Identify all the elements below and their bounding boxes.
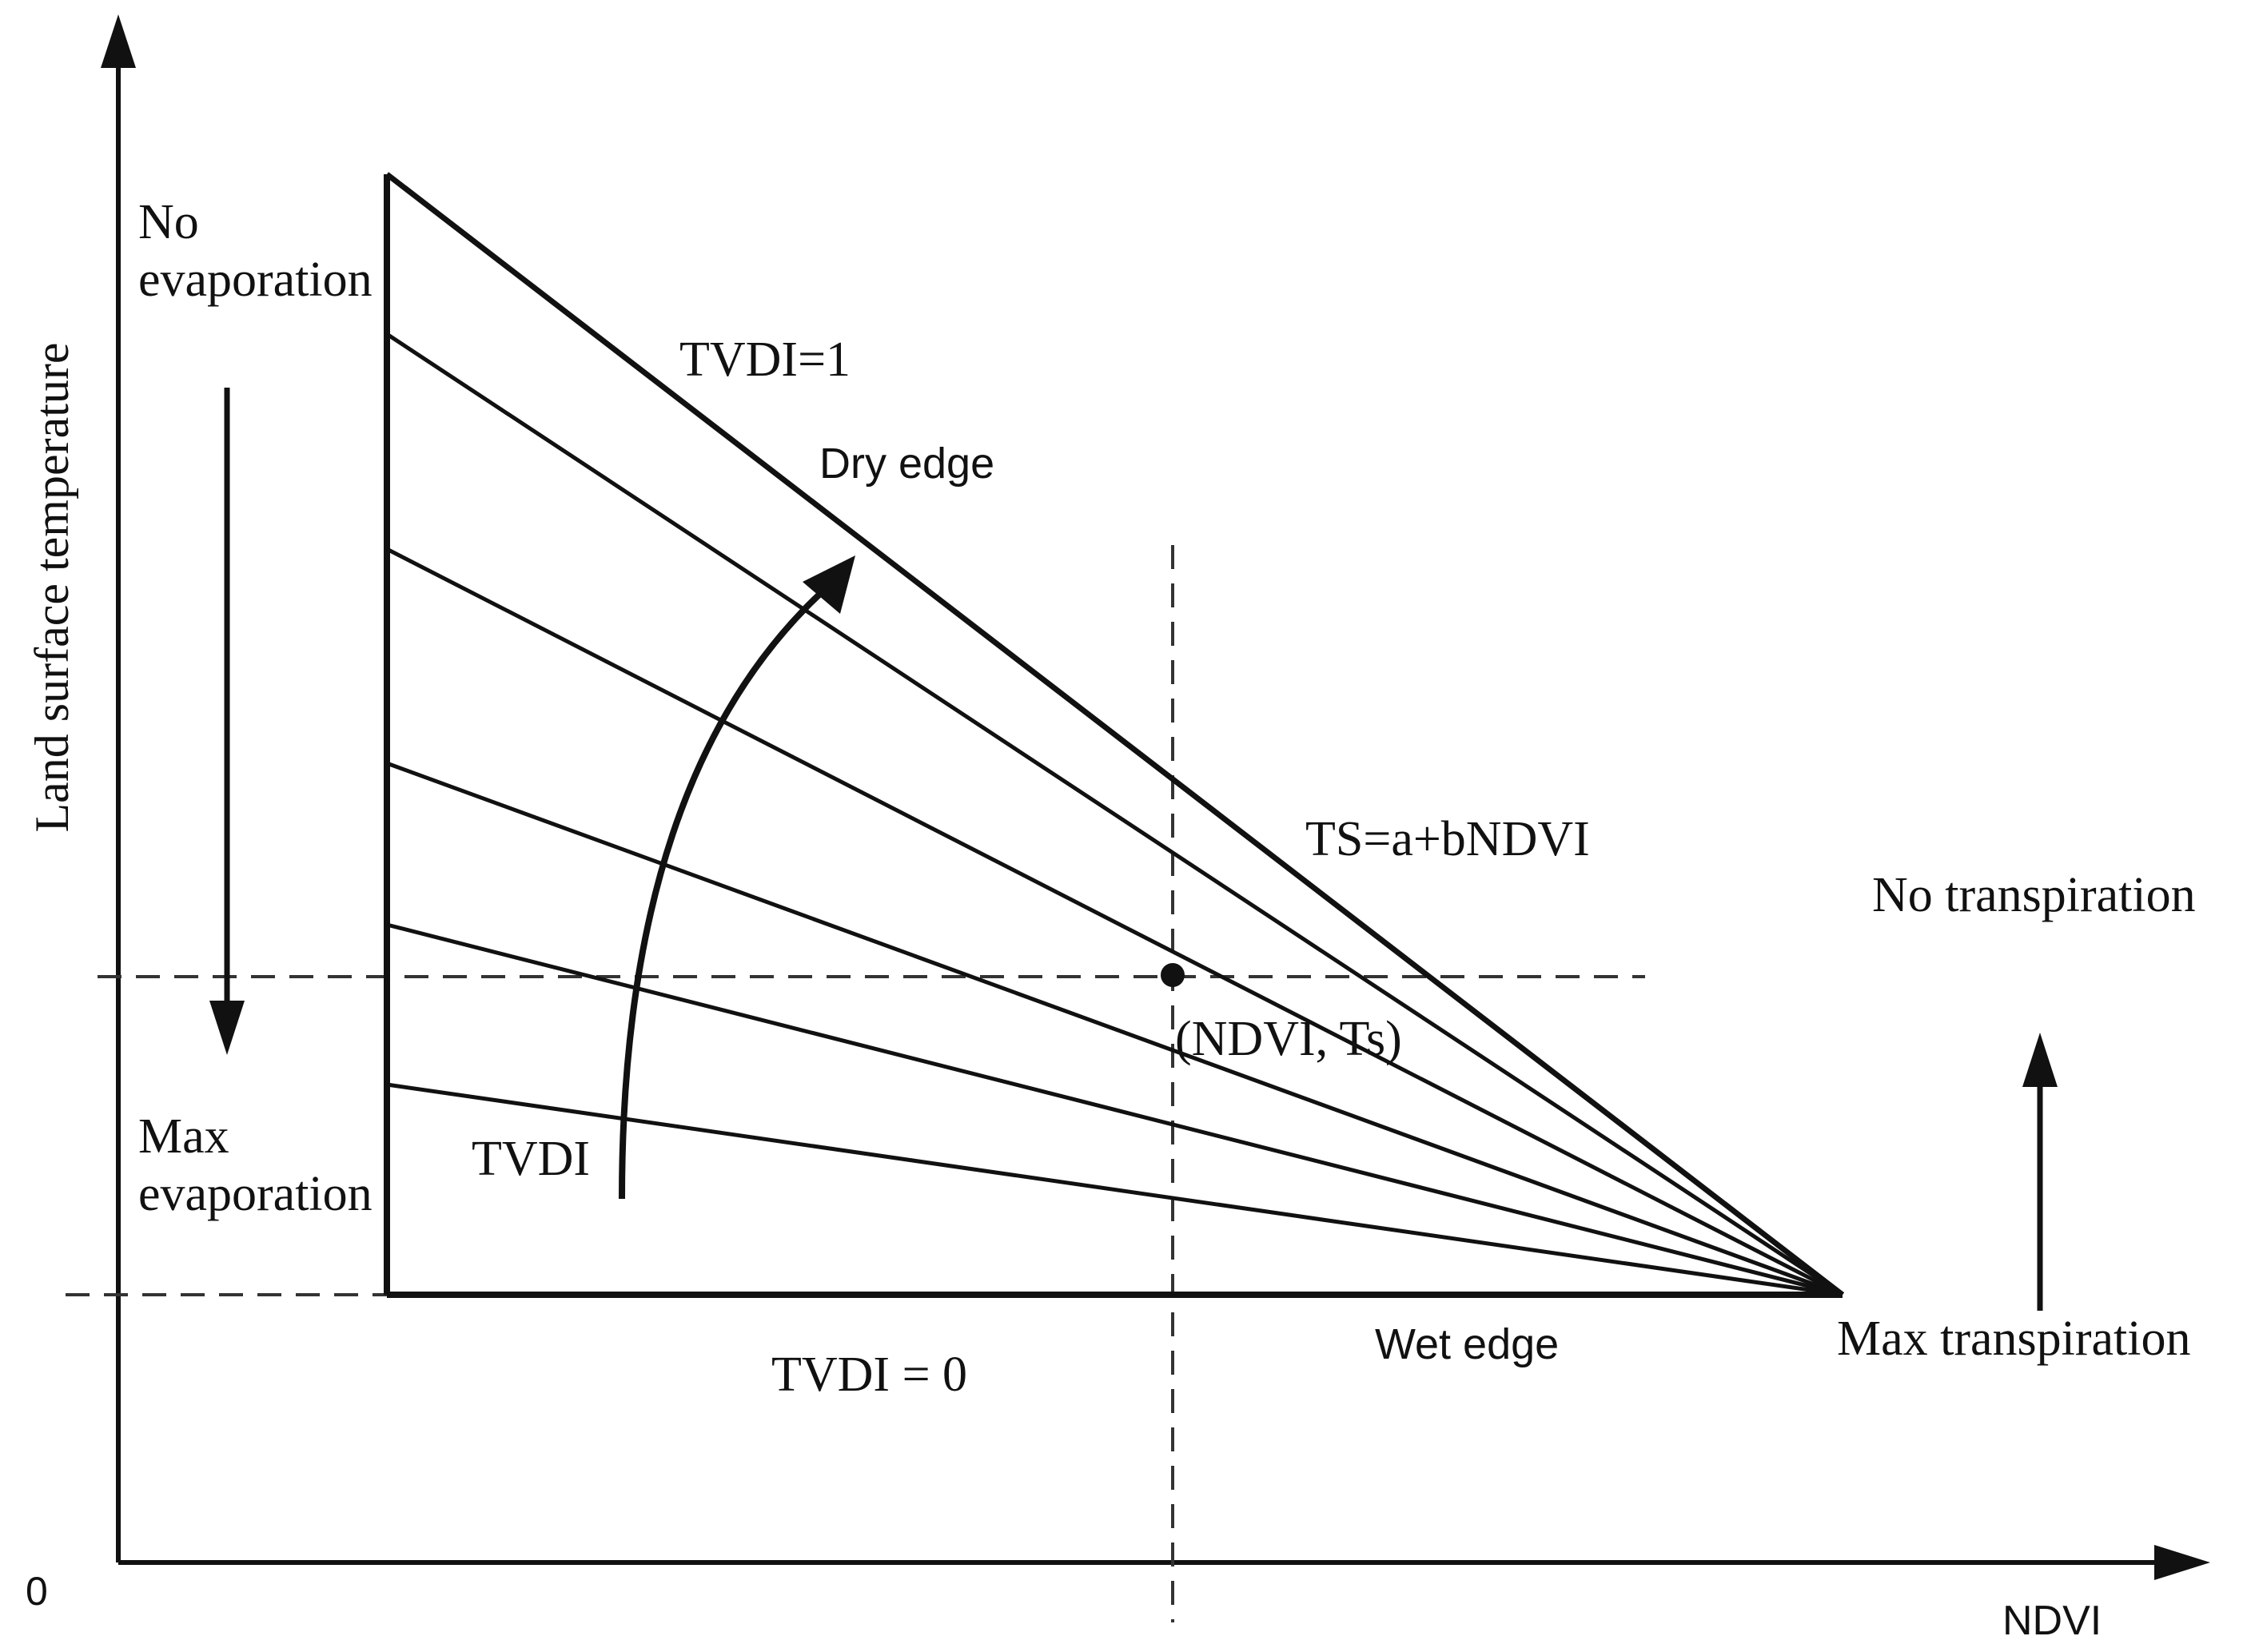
tvdi-curved-arrow xyxy=(619,581,834,1200)
evaporation-arrowhead xyxy=(209,1001,245,1055)
y-axis-arrowhead xyxy=(101,14,136,68)
transpiration-arrowhead xyxy=(2022,1033,2058,1087)
max-evaporation-label: Max evaporation xyxy=(138,1109,373,1221)
dry-edge-label: Dry edge xyxy=(819,440,994,488)
ndvi-ts-point xyxy=(1161,963,1185,987)
origin-label: 0 xyxy=(26,1569,48,1614)
tvdi-isoline xyxy=(385,332,1844,1297)
dry-edge-line xyxy=(384,172,1845,1297)
x-axis-arrowhead xyxy=(2154,1545,2210,1580)
no-evaporation-label: No evaporation xyxy=(138,195,373,307)
tvdi-zero-label: TVDI = 0 xyxy=(771,1347,967,1402)
tvdi-isoline xyxy=(386,922,1843,1297)
tvdi-curved-arrowhead xyxy=(803,555,855,614)
y-axis-label: Land surface temperature xyxy=(26,343,78,833)
max-transpiration-label: Max transpiration xyxy=(1837,1312,2191,1366)
tvdi-one-label: TVDI=1 xyxy=(679,332,851,387)
ndvi-ts-point-label: (NDVI, Ts) xyxy=(1175,1012,1402,1066)
wet-edge-label: Wet edge xyxy=(1375,1320,1559,1368)
no-transpiration-label: No transpiration xyxy=(1872,868,2196,922)
ts-formula-label: TS=a+bNDVI xyxy=(1305,812,1590,866)
tvdi-isoline xyxy=(386,761,1843,1297)
tvdi-isoline xyxy=(386,1082,1843,1297)
tvdi-arrow-label: TVDI xyxy=(472,1132,590,1186)
tvdi-isoline xyxy=(385,547,1844,1297)
x-axis-label: NDVI xyxy=(2002,1598,2102,1644)
